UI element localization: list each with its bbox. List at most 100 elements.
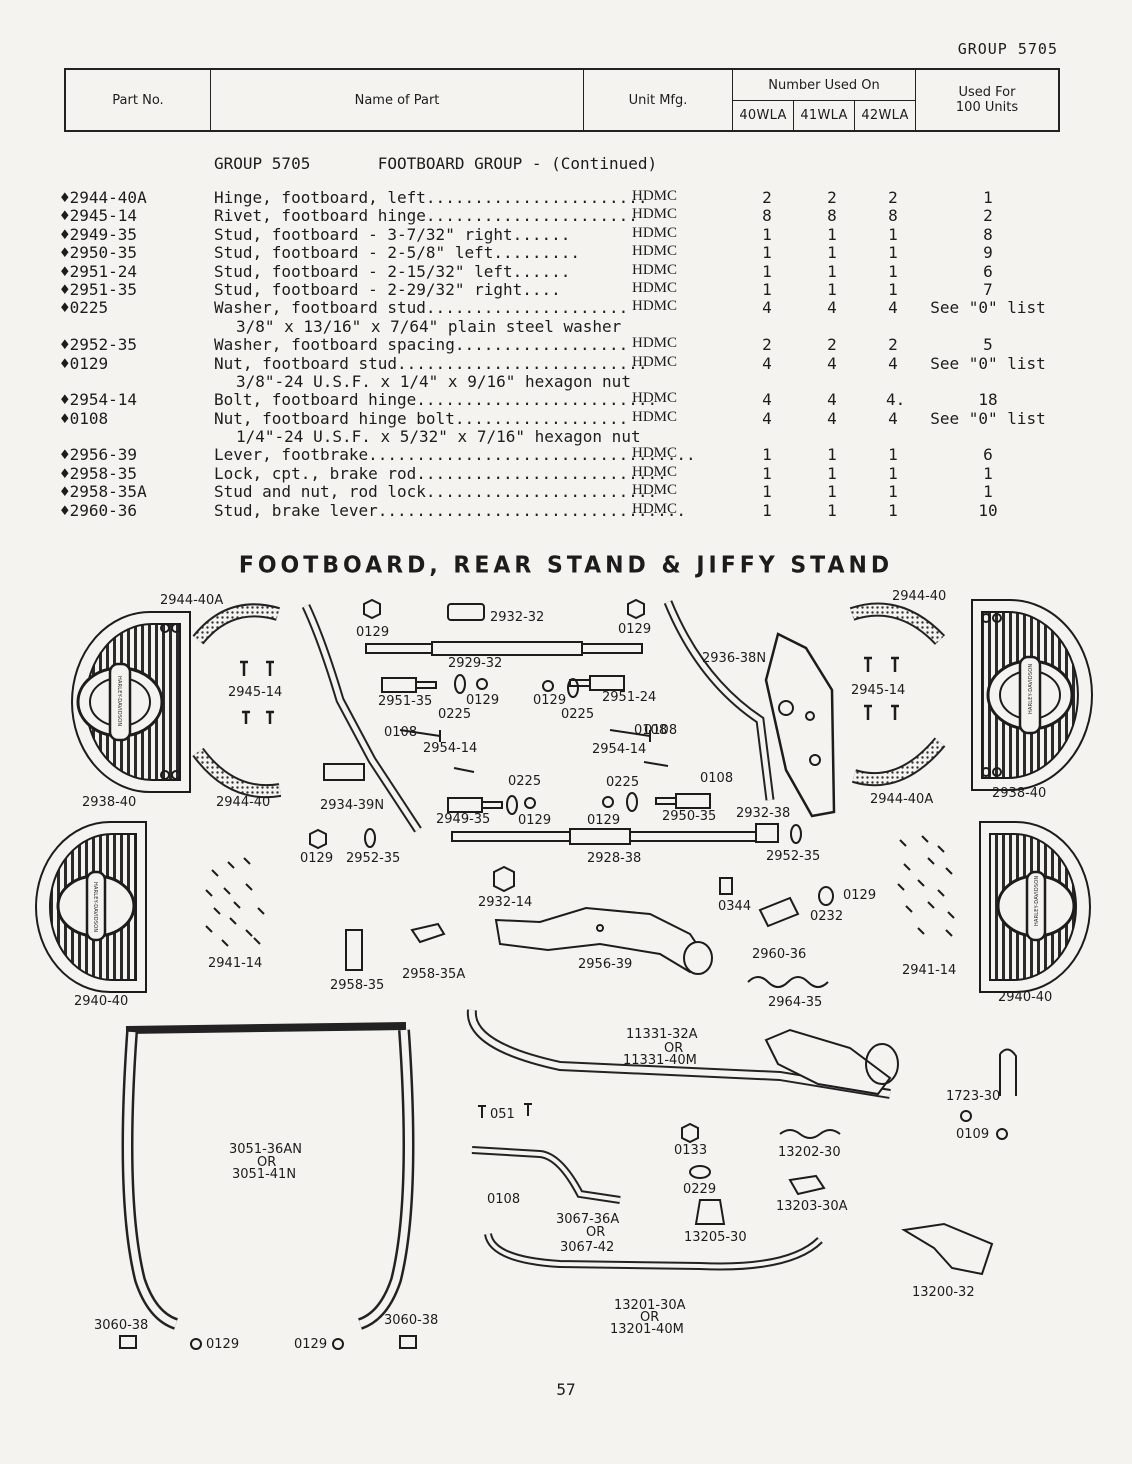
callout-label: 0108 xyxy=(634,723,667,738)
used-for-100-units: 10 xyxy=(978,500,998,520)
used-for-100-units: 1 xyxy=(983,188,993,207)
unit-mfg: HDMC xyxy=(632,224,678,241)
callout-label: 0129 xyxy=(618,622,651,637)
callout-label: 0129 xyxy=(533,693,566,708)
header-model-42wla: 42WLA xyxy=(854,100,916,132)
callout-label: 2958-35A xyxy=(402,967,465,982)
part-number: ♦2951-24 xyxy=(60,261,138,281)
callout-label: 2938-40 xyxy=(82,795,136,810)
footboard-top-left xyxy=(71,611,191,793)
callout-label: 0129 xyxy=(294,1337,327,1352)
callout-label: 3051-36AN xyxy=(229,1142,302,1157)
rivets xyxy=(240,656,899,724)
callout-label: 2964-35 xyxy=(768,995,822,1010)
unit-mfg: HDMC xyxy=(632,445,678,462)
callout-label: 11331-40M xyxy=(623,1053,697,1068)
unit-mfg: HDMC xyxy=(632,390,678,407)
used-for-100-units: 18 xyxy=(978,390,998,410)
callout-label: 2944-40 xyxy=(892,589,946,604)
callout-label: 2951-35 xyxy=(378,694,432,709)
callout-label: 13201-40M xyxy=(610,1322,684,1337)
part-row: ♦0225 Washer, footboard stud.............… xyxy=(60,298,1070,318)
part-spec: 3/8"-24 U.S.F. x 1/4" x 9/16" hexagon nu… xyxy=(236,371,631,391)
qty-40wla: 1 xyxy=(762,279,772,299)
callout-label: 2941-14 xyxy=(208,956,262,971)
qty-42wla: 1 xyxy=(888,243,898,263)
qty-42wla: 1 xyxy=(888,463,898,483)
unit-mfg: HDMC xyxy=(632,463,678,480)
part-spec: 1/4"-24 U.S.F. x 5/32" x 7/16" hexagon n… xyxy=(236,427,641,447)
qty-41wla: 1 xyxy=(827,482,837,502)
badge-text-bottom-right: HARLEY-DAVIDSON xyxy=(1034,876,1040,926)
callout-label: 13205-30 xyxy=(684,1230,747,1245)
part-spec-row: 3/8"-24 U.S.F. x 1/4" x 9/16" hexagon nu… xyxy=(60,371,1070,391)
qty-40wla: 8 xyxy=(762,206,772,226)
qty-42wla: 4 xyxy=(888,298,898,318)
footboard-bottom-right xyxy=(979,821,1091,993)
part-number: ♦2945-14 xyxy=(60,206,138,226)
unit-mfg: HDMC xyxy=(632,279,678,296)
part-spec-row: 1/4"-24 U.S.F. x 5/32" x 7/16" hexagon n… xyxy=(60,427,1070,447)
qty-42wla: 8 xyxy=(888,206,898,226)
callout-label: 0229 xyxy=(683,1182,716,1197)
qty-40wla: 2 xyxy=(762,335,772,355)
part-name: Washer, footboard stud..................… xyxy=(214,298,629,318)
callout-label: 0133 xyxy=(674,1143,707,1158)
header-unit-mfg: Unit Mfg. xyxy=(583,68,733,132)
part-name: Stud, footboard - 3-7/32" right...... xyxy=(214,224,571,244)
callout-label: 0225 xyxy=(438,707,471,722)
header-part-no: Part No. xyxy=(64,68,211,132)
part-name: Stud, footboard - 2-15/32" left...... xyxy=(214,261,571,281)
jiffy-links xyxy=(471,1103,994,1276)
qty-42wla: 1 xyxy=(888,279,898,299)
used-for-100-units: 9 xyxy=(983,243,993,263)
part-name: Lever, footbrake........................… xyxy=(214,445,696,465)
left-side-bar xyxy=(301,604,422,833)
header-model-41wla: 41WLA xyxy=(793,100,855,132)
unit-mfg: HDMC xyxy=(632,206,678,223)
qty-41wla: 1 xyxy=(827,261,837,281)
part-name: Stud, footboard - 2-5/8" left......... xyxy=(214,243,581,263)
qty-41wla: 1 xyxy=(827,279,837,299)
callout-label: 2950-35 xyxy=(662,809,716,824)
qty-40wla: 1 xyxy=(762,500,772,520)
callout-label: 2932-14 xyxy=(478,895,532,910)
qty-40wla: 1 xyxy=(762,463,772,483)
callout-label: 2944-40A xyxy=(870,792,933,807)
part-number: ♦0225 xyxy=(60,298,109,318)
qty-42wla: 1 xyxy=(888,500,898,520)
callout-label: 0129 xyxy=(300,851,333,866)
part-name: Nut, footboard hinge bolt...............… xyxy=(214,408,629,428)
callout-label: 2940-40 xyxy=(74,994,128,1009)
callout-label: 0225 xyxy=(561,707,594,722)
callout-label: 2949-35 xyxy=(436,812,490,827)
callout-label: 2929-32 xyxy=(448,656,502,671)
footboard-top-right xyxy=(971,599,1093,791)
callout-label: 2934-39N xyxy=(320,798,384,813)
callout-label: 3067-36A xyxy=(556,1212,619,1227)
header-used-for-label: Used For xyxy=(958,85,1016,100)
qty-41wla: 4 xyxy=(827,298,837,318)
used-for-100-units: 5 xyxy=(983,335,993,355)
callout-label: 0108 xyxy=(644,723,677,738)
qty-41wla: 1 xyxy=(827,243,837,263)
callout-label: 0129 xyxy=(518,813,551,828)
callout-label: 2954-14 xyxy=(423,741,477,756)
header-number-used-on: Number Used On xyxy=(732,68,916,101)
diagram-title: FOOTBOARD, REAR STAND & JIFFY STAND xyxy=(238,552,894,579)
part-number: ♦2958-35 xyxy=(60,463,138,483)
callout-label: 2958-35 xyxy=(330,978,384,993)
callout-label: 11331-32A xyxy=(626,1027,698,1042)
brake-lever xyxy=(345,896,829,988)
callout-label: 2938-40 xyxy=(992,786,1046,801)
column-header-table: Part No. Name of Part Unit Mfg. Number U… xyxy=(64,68,1060,132)
small-bolts xyxy=(399,729,669,773)
callout-label: 13203-30A xyxy=(776,1199,848,1214)
